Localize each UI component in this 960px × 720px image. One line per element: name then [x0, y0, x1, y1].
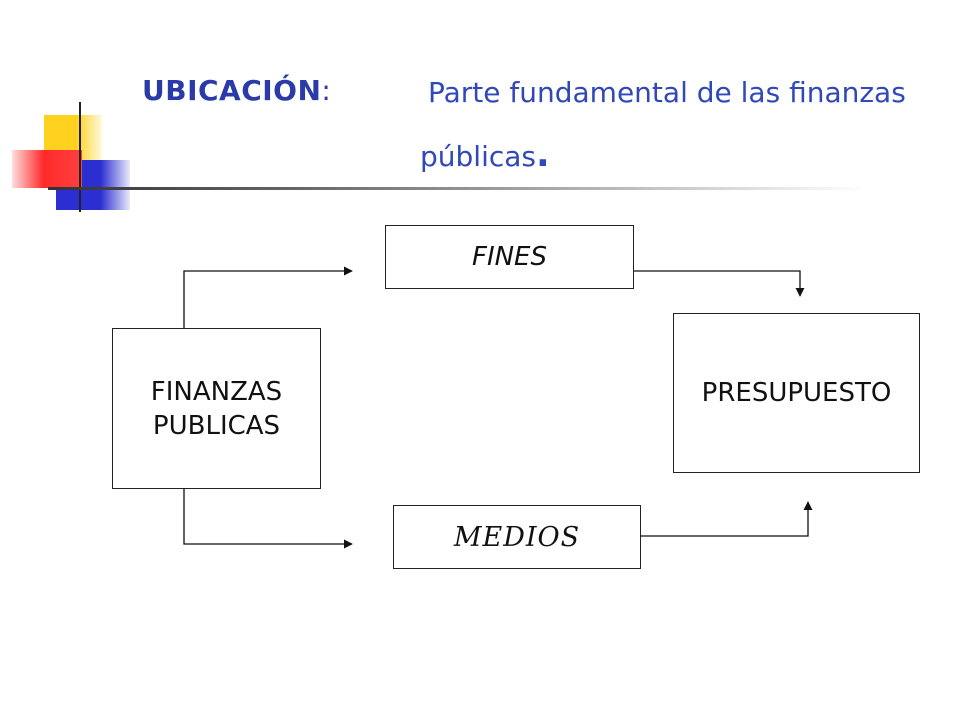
- title-text-line1: Parte fundamental de las finanzas: [428, 76, 906, 109]
- title-text-line2-word: públicas: [420, 140, 536, 173]
- arrow-medios-to-presupuesto: [639, 501, 813, 537]
- title-text-line2: públicas.: [420, 137, 550, 174]
- node-finanzas-label-line2: PUBLICAS: [152, 410, 281, 441]
- arrow-finanzas-to-medios: [183, 488, 353, 549]
- decor-vertical-line: [79, 102, 81, 212]
- node-finanzas-label-line1: FINANZAS: [150, 376, 283, 407]
- arrow-finanzas-to-fines: [183, 266, 353, 328]
- node-medios-label: MEDIOS: [453, 521, 581, 553]
- node-presupuesto-label: PRESUPUESTO: [701, 378, 892, 408]
- title-colon: :: [321, 74, 332, 107]
- title-label-text: UBICACIÓN: [142, 74, 322, 107]
- node-presupuesto: PRESUPUESTO: [673, 313, 920, 473]
- title-underline: [48, 187, 868, 190]
- arrow-fines-to-presupuesto: [632, 270, 805, 297]
- node-fines-label: FINES: [471, 242, 547, 272]
- node-fines: FINES: [385, 225, 634, 289]
- title-period: .: [536, 134, 550, 175]
- decor-red-square: [12, 150, 82, 188]
- title-label: UBICACIÓN:: [142, 74, 331, 107]
- node-medios: MEDIOS: [393, 505, 641, 569]
